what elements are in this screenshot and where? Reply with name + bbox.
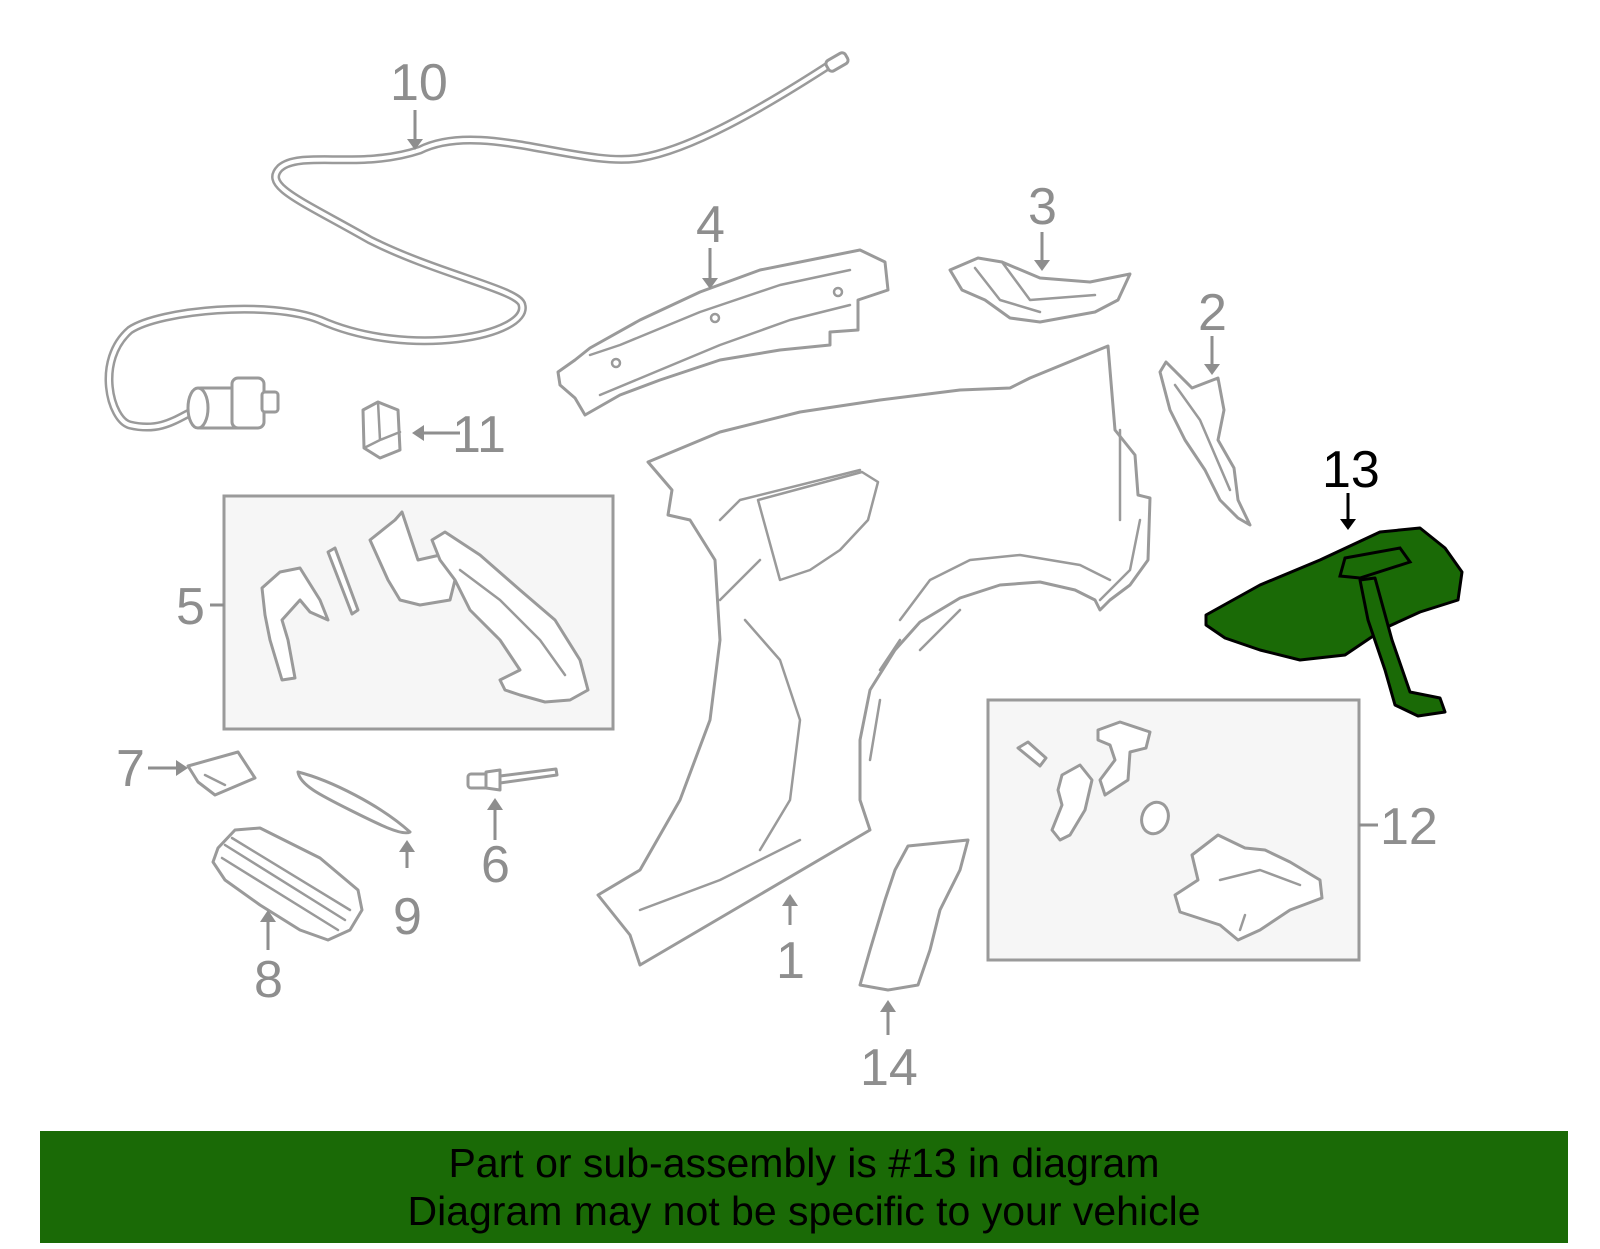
callout-1: 1 (776, 932, 805, 990)
callout-6: 6 (481, 836, 510, 894)
callout-12: 12 (1380, 798, 1438, 856)
part-13-splash-shield[interactable] (1204, 526, 1464, 718)
banner-line-part-number: Part or sub-assembly is #13 in diagram (448, 1140, 1160, 1186)
part-4-rail[interactable] (556, 248, 890, 417)
info-banner: Part or sub-assembly is #13 in diagram D… (40, 1131, 1568, 1243)
callout-14: 14 (860, 1039, 918, 1097)
part-3-bracket[interactable] (948, 256, 1132, 324)
part-6-pin[interactable] (466, 767, 559, 792)
part-9-seal[interactable] (296, 770, 412, 835)
part-10-release-cable[interactable] (104, 51, 850, 432)
banner-line-disclaimer: Diagram may not be specific to your vehi… (407, 1188, 1201, 1234)
callout-8: 8 (254, 951, 283, 1009)
part-7-clip[interactable] (186, 750, 257, 797)
callout-11: 11 (452, 406, 506, 464)
callout-9: 9 (393, 888, 422, 946)
callout-5: 5 (176, 578, 205, 636)
leader-lines (148, 110, 1378, 1035)
callout-4: 4 (696, 196, 725, 254)
part-5-box[interactable] (222, 494, 615, 731)
part-11-clip[interactable] (361, 400, 402, 460)
part-1-quarter-panel[interactable] (596, 344, 1152, 967)
callout-labels: 10 4 3 2 11 13 5 7 12 6 9 1 8 14 (116, 54, 1438, 1097)
part-2-reinforcement[interactable] (1158, 360, 1252, 527)
callout-13: 13 (1322, 441, 1380, 499)
part-12-box[interactable] (986, 698, 1361, 962)
callout-10: 10 (390, 54, 448, 112)
callout-2: 2 (1198, 284, 1227, 342)
part-8-fuel-door[interactable] (211, 826, 364, 942)
part-14-molding[interactable] (858, 838, 970, 992)
callout-3: 3 (1028, 178, 1057, 236)
callout-7: 7 (116, 740, 145, 798)
